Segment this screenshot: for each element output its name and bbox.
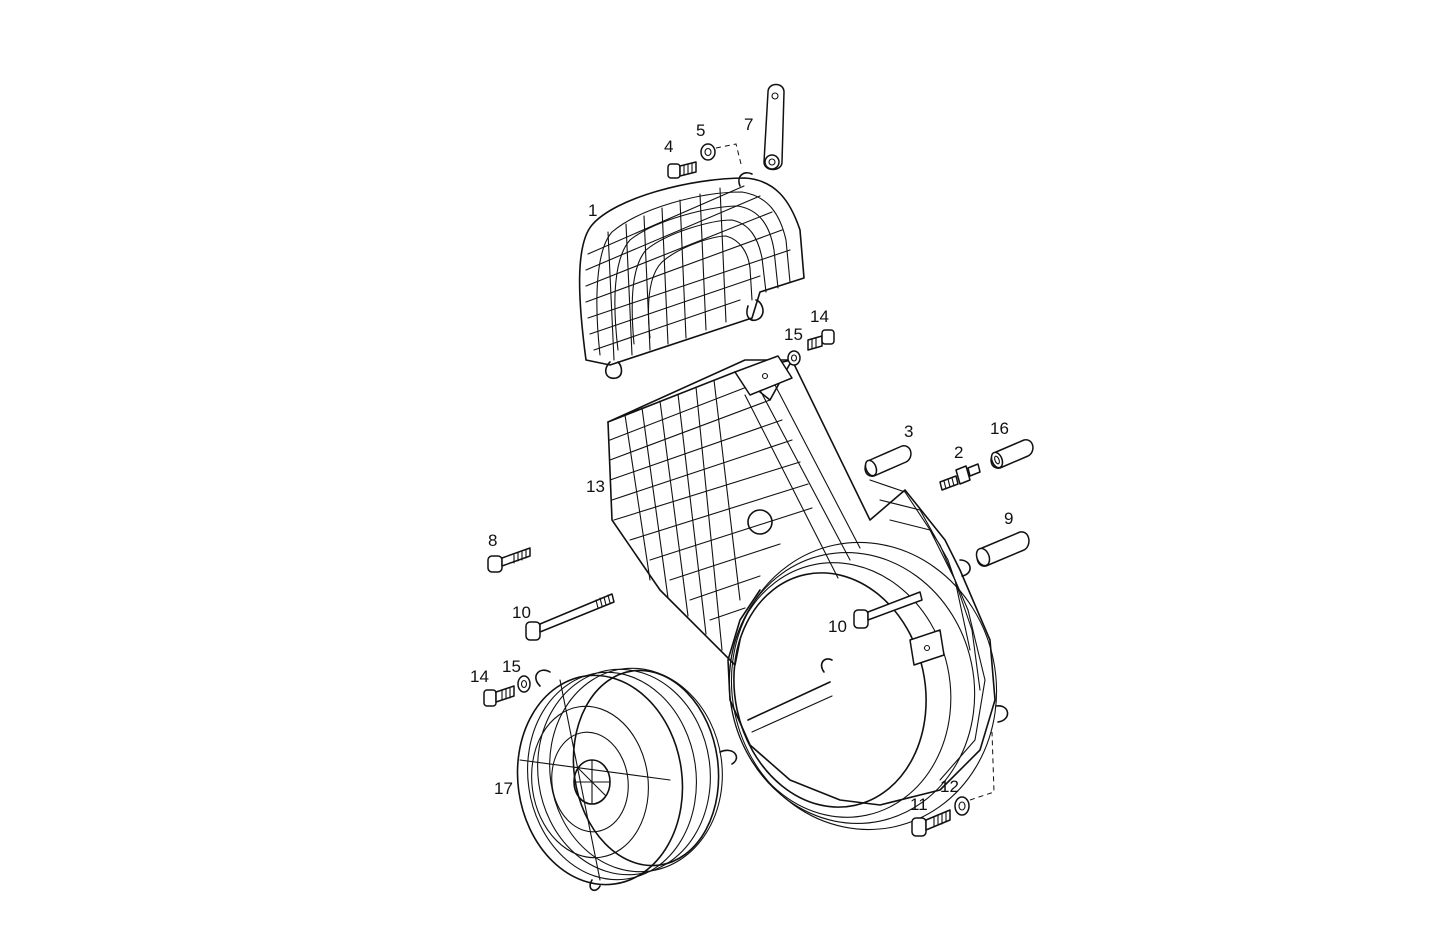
callout-1: 1	[588, 201, 597, 220]
bolt-4	[667, 161, 697, 179]
callout-3: 3	[904, 422, 913, 441]
assembly-line	[715, 143, 743, 169]
round-fan-guard	[516, 667, 738, 892]
callout-16: 16	[990, 419, 1009, 438]
washer-15-upper	[787, 350, 801, 366]
callout-9: 9	[1004, 509, 1013, 528]
washer-12	[954, 796, 970, 816]
bolt-10-left	[525, 593, 615, 641]
main-wire-guard	[607, 355, 1009, 831]
bolt-11	[911, 809, 951, 837]
strap-bracket	[763, 83, 785, 171]
callout-8: 8	[488, 531, 497, 550]
callout-4: 4	[664, 137, 673, 156]
stud-2	[939, 463, 981, 491]
callout-15-upper: 15	[784, 325, 803, 344]
callout-7: 7	[744, 115, 753, 134]
assembly-line	[969, 731, 995, 801]
callout-17: 17	[494, 779, 513, 798]
callout-14-upper: 14	[810, 307, 829, 326]
bolt-14-lower	[483, 685, 515, 707]
callout-12: 12	[940, 777, 959, 796]
callout-15-lower: 15	[502, 657, 521, 676]
callout-11: 11	[910, 795, 928, 814]
callout-14-lower: 14	[470, 667, 489, 686]
callout-2: 2	[954, 443, 963, 462]
sleeve-3	[864, 445, 912, 477]
upper-wire-guard	[578, 171, 805, 380]
bolt-10-right	[853, 591, 923, 629]
callout-10-right: 10	[828, 617, 847, 636]
bolt-8	[487, 547, 531, 573]
sleeve-16	[990, 439, 1034, 469]
callout-10-left: 10	[512, 603, 531, 622]
washer-15-lower	[517, 675, 531, 693]
washer-5	[700, 143, 716, 161]
callout-5: 5	[696, 121, 705, 140]
callout-13: 13	[586, 477, 605, 496]
bolt-14-upper	[807, 329, 835, 351]
sleeve-9	[975, 531, 1030, 567]
